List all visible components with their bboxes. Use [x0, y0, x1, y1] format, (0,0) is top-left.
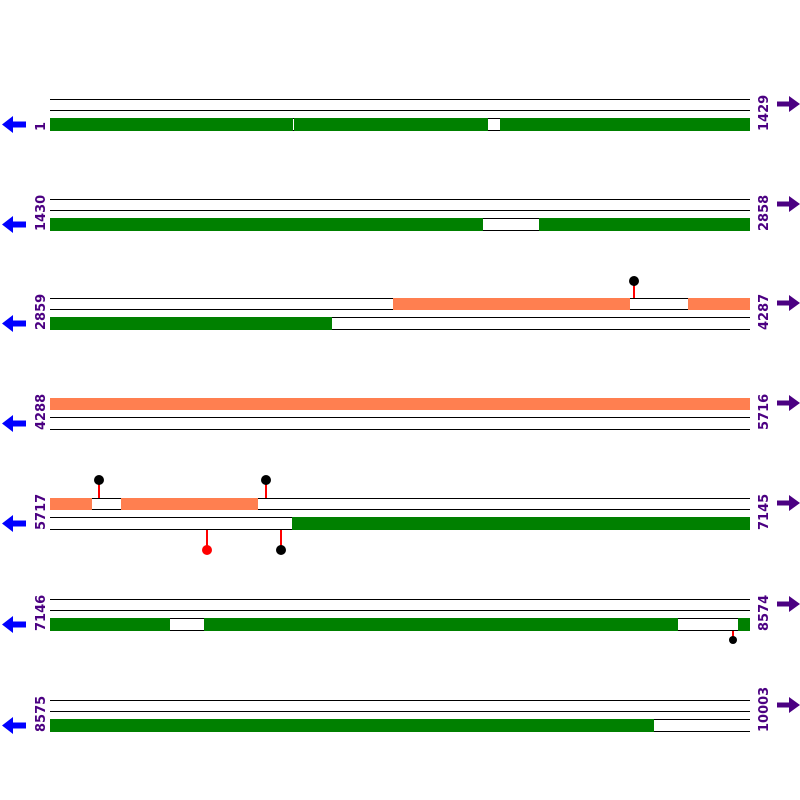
marker-dot[interactable] — [261, 475, 271, 485]
forward-strand-feature[interactable] — [121, 498, 258, 510]
right-arrow-icon[interactable] — [777, 96, 800, 112]
forward-strand-line-top — [50, 99, 750, 100]
row-start-coordinate: 1430 — [34, 194, 49, 231]
row-start-coordinate: 2859 — [34, 293, 49, 330]
left-arrow-icon[interactable] — [2, 515, 26, 532]
reverse-strand-line-bottom — [50, 329, 750, 330]
marker-dot[interactable] — [202, 545, 212, 555]
left-arrow-icon[interactable] — [2, 216, 26, 233]
row-start-coordinate: 8575 — [34, 695, 49, 732]
right-arrow-icon[interactable] — [777, 295, 800, 311]
row-end-coordinate: 2858 — [757, 194, 772, 231]
left-arrow-icon[interactable] — [2, 116, 26, 133]
marker-dot[interactable] — [276, 545, 286, 555]
reverse-strand-feature[interactable] — [292, 517, 750, 530]
row-end-coordinate: 8574 — [757, 594, 772, 631]
right-arrow-icon[interactable] — [777, 395, 800, 411]
forward-strand-feature[interactable] — [50, 398, 750, 410]
marker-stem — [98, 480, 100, 498]
marker-stem — [633, 281, 635, 298]
right-arrow-icon[interactable] — [777, 196, 800, 212]
left-arrow-icon[interactable] — [2, 415, 26, 432]
reverse-strand-feature[interactable] — [738, 618, 750, 631]
forward-strand-line-top — [50, 498, 750, 499]
marker-stem — [206, 530, 208, 550]
right-arrow-icon[interactable] — [777, 697, 800, 713]
reverse-strand-feature[interactable] — [50, 719, 654, 732]
reverse-strand-feature[interactable] — [50, 317, 332, 330]
right-arrow-icon[interactable] — [777, 596, 800, 612]
reverse-strand-feature[interactable] — [294, 118, 488, 131]
reverse-strand-feature[interactable] — [50, 218, 483, 231]
marker-dot[interactable] — [94, 475, 104, 485]
row-start-coordinate: 5717 — [34, 493, 49, 530]
row-start-coordinate: 7146 — [34, 594, 49, 631]
forward-strand-line-top — [50, 599, 750, 600]
forward-strand-line-bottom — [50, 711, 750, 712]
forward-strand-line-bottom — [50, 210, 750, 211]
row-end-coordinate: 1429 — [757, 94, 772, 131]
marker-stem — [265, 480, 267, 498]
left-arrow-icon[interactable] — [2, 717, 26, 734]
reverse-strand-feature[interactable] — [50, 118, 293, 131]
forward-strand-feature[interactable] — [393, 298, 630, 310]
row-end-coordinate: 10003 — [757, 686, 772, 732]
reverse-strand-feature[interactable] — [539, 218, 750, 231]
reverse-strand-feature[interactable] — [500, 118, 750, 131]
marker-dot[interactable] — [629, 276, 639, 286]
reverse-strand-feature[interactable] — [204, 618, 678, 631]
row-end-coordinate: 4287 — [757, 293, 772, 330]
forward-strand-feature[interactable] — [50, 498, 92, 510]
row-end-coordinate: 5716 — [757, 393, 772, 430]
marker-stem — [732, 631, 734, 640]
forward-strand-line-top — [50, 199, 750, 200]
right-arrow-icon[interactable] — [777, 495, 800, 511]
reverse-strand-line-top — [50, 317, 750, 318]
reverse-strand-line-bottom — [50, 429, 750, 430]
reverse-strand-line-top — [50, 417, 750, 418]
forward-strand-line-bottom — [50, 110, 750, 111]
marker-dot[interactable] — [729, 636, 737, 644]
forward-strand-line-top — [50, 700, 750, 701]
row-start-coordinate: 4288 — [34, 393, 49, 430]
row-end-coordinate: 7145 — [757, 493, 772, 530]
reverse-strand-feature[interactable] — [50, 618, 170, 631]
left-arrow-icon[interactable] — [2, 315, 26, 332]
forward-strand-feature[interactable] — [688, 298, 750, 310]
forward-strand-line-bottom — [50, 509, 750, 510]
left-arrow-icon[interactable] — [2, 616, 26, 633]
forward-strand-line-bottom — [50, 610, 750, 611]
marker-stem — [280, 530, 282, 550]
row-start-coordinate: 1 — [34, 121, 49, 131]
